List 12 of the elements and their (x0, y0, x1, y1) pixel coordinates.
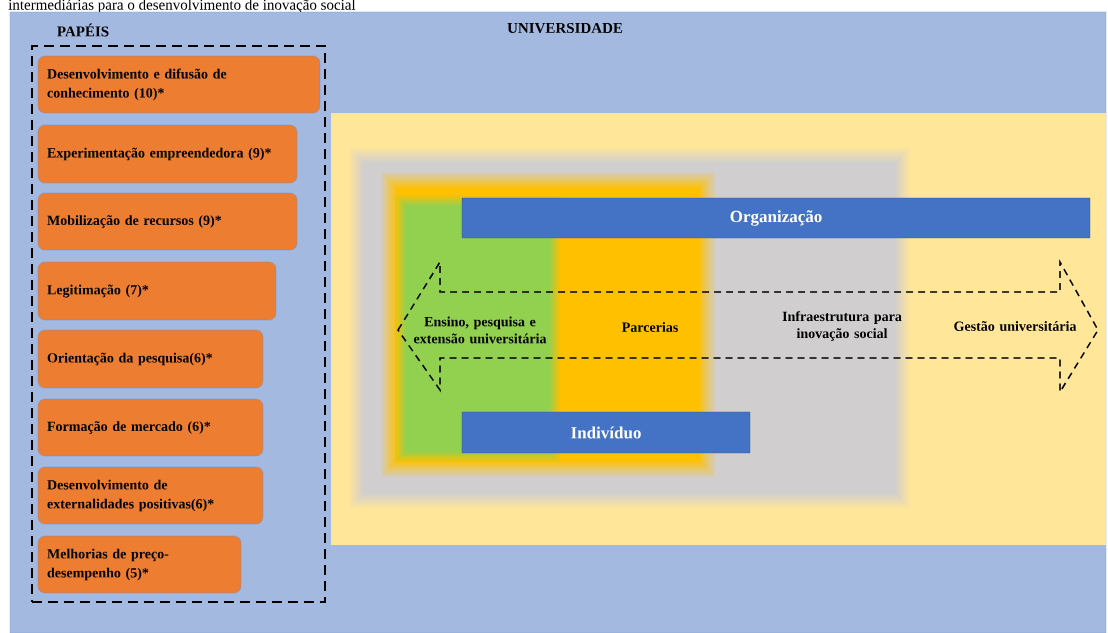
level-bar: Organização (461, 197, 1091, 239)
title: intermediárias para o desenvolvimento de inovação social (8, 0, 356, 13)
role-box: Legitimação (7)* (37, 261, 277, 321)
level-bar: Indivíduo (461, 411, 751, 454)
role-box: Formação de mercado (6)* (37, 398, 264, 457)
role-box: Melhorias de preço-desempenho (5)* (37, 535, 242, 594)
role-box: Desenvolvimento e difusão de conhecimento (10)* (37, 55, 321, 114)
node-label: PAPÉIS (57, 23, 109, 37)
role-box: Orientação da pesquisa(6)* (37, 329, 264, 389)
role-box: Desenvolvimento de externalidades positivas(6)* (37, 466, 264, 525)
role-box: Experimentação empreendedora (9)* (37, 124, 298, 184)
role-box: Mobilização de recursos (9)* (37, 192, 298, 251)
